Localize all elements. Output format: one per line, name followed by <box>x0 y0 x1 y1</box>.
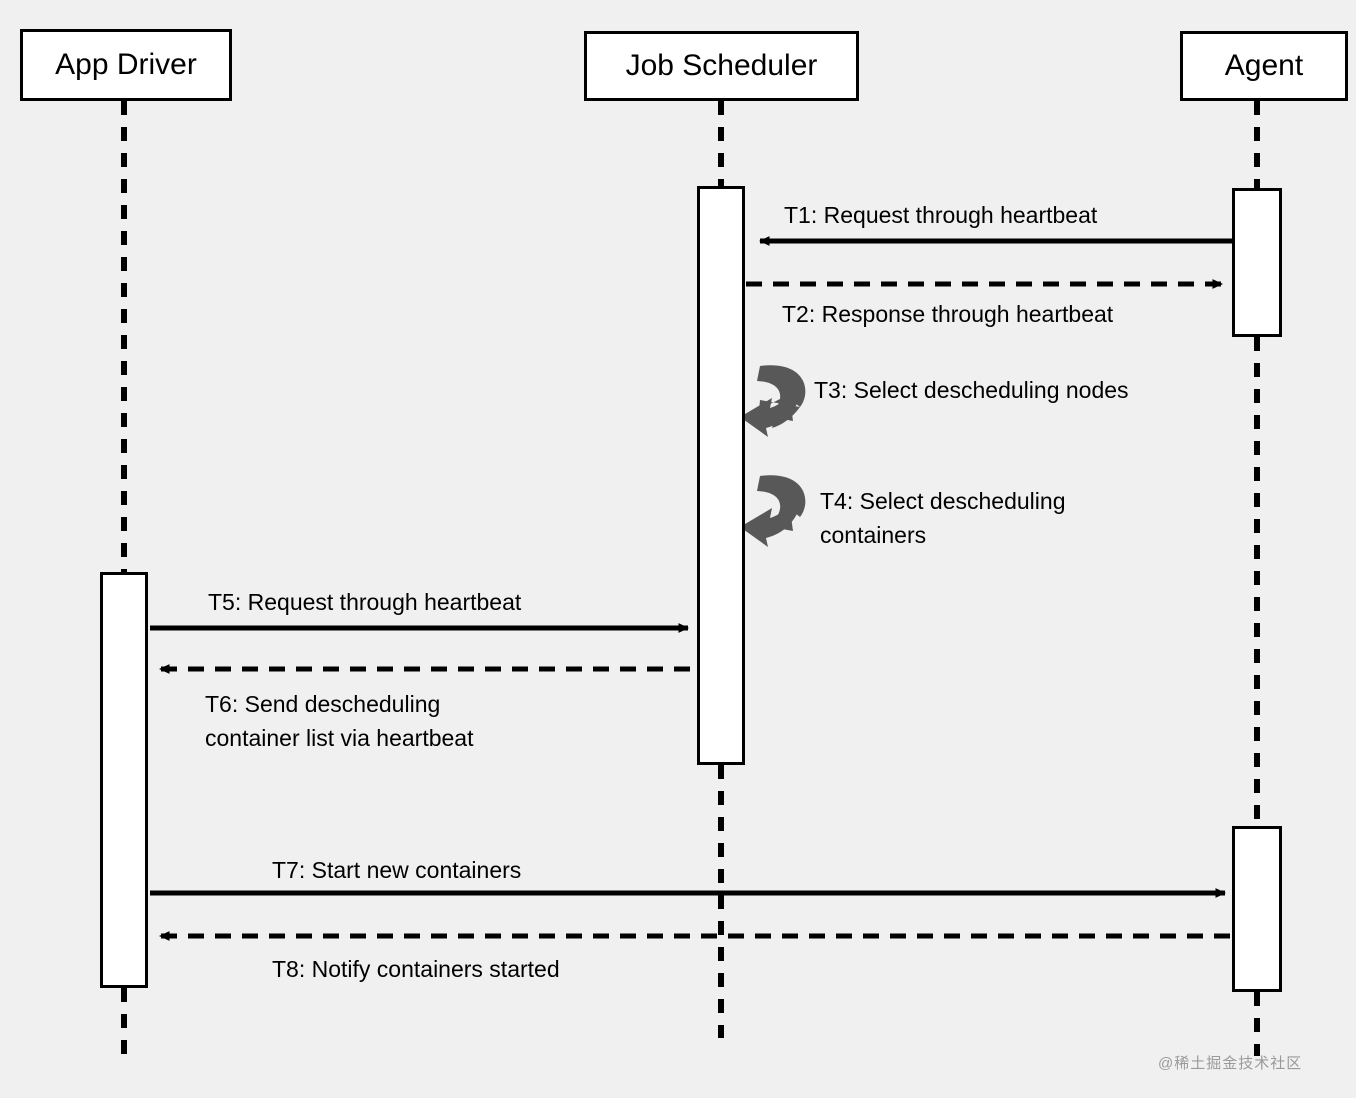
message-label-t5: T5: Request through heartbeat <box>208 589 522 615</box>
participant-label-app-driver: App Driver <box>55 48 197 81</box>
participant-label-job-scheduler: Job Scheduler <box>625 49 818 82</box>
participant-agent[interactable]: Agent <box>1180 31 1348 101</box>
message-label-t4: T4: Select descheduling containers <box>820 488 1066 548</box>
self-loop-icon-t3 <box>740 365 806 437</box>
message-label-t8: T8: Notify containers started <box>272 956 560 982</box>
activation-bar-agent-1 <box>1232 188 1282 337</box>
activation-bar-app-driver <box>100 572 148 988</box>
message-label-t3: T3: Select descheduling nodes <box>814 377 1129 403</box>
activation-bar-job-scheduler <box>697 186 745 765</box>
participant-label-agent: Agent <box>1224 49 1304 82</box>
participant-job-scheduler[interactable]: Job Scheduler <box>584 31 859 101</box>
message-label-t7: T7: Start new containers <box>272 857 522 883</box>
self-loop-icon-t4 <box>740 475 806 547</box>
activation-bar-agent-2 <box>1232 826 1282 992</box>
watermark: @稀土掘金技术社区 <box>1158 1055 1303 1072</box>
message-label-t6: T6: Send descheduling container list via… <box>205 691 474 751</box>
message-label-t2: T2: Response through heartbeat <box>782 301 1114 327</box>
message-label-t1: T1: Request through heartbeat <box>784 202 1098 228</box>
participant-app-driver[interactable]: App Driver <box>20 29 232 101</box>
